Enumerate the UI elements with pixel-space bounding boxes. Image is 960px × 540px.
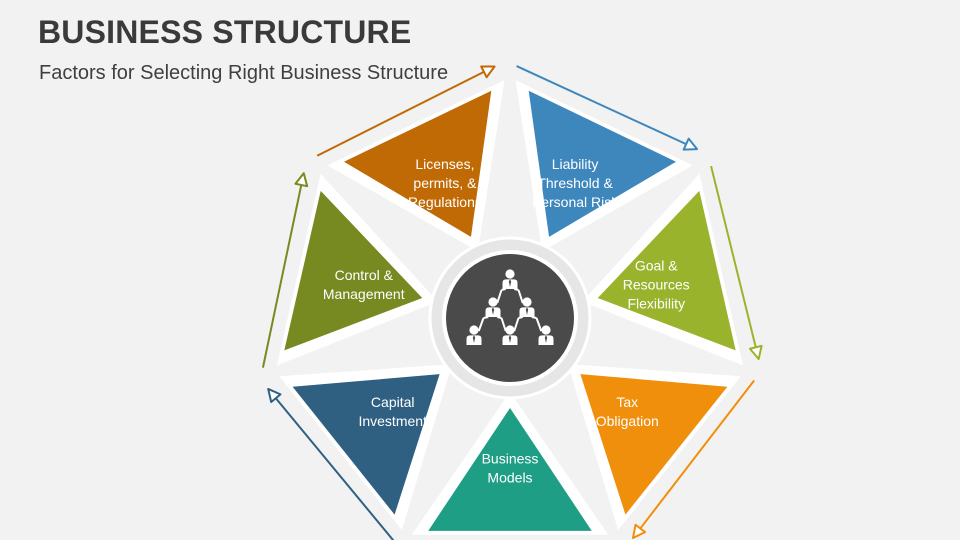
segment-liability (528, 90, 677, 237)
segment-licenses (343, 90, 492, 237)
arrow-head-control (294, 172, 309, 188)
arrow-line-capital (275, 397, 395, 540)
hierarchy-link (517, 289, 524, 304)
segment-business-models (428, 408, 592, 531)
arrow-head-tax (631, 523, 647, 539)
hierarchy-link (496, 289, 503, 304)
page-title: BUSINESS STRUCTURE (38, 14, 412, 50)
segment-label-licenses: Licenses,permits, &Regulations (408, 156, 482, 210)
arrow-head-licenses (480, 65, 496, 79)
hierarchy-link (531, 316, 537, 319)
hierarchy-link (497, 316, 502, 319)
page-subtitle: Factors for Selecting Right Business Str… (39, 62, 449, 84)
hierarchy-link (501, 288, 506, 291)
arrow-head-goal (748, 344, 763, 360)
arrow-line-control (261, 184, 303, 368)
center-hub (428, 236, 592, 400)
arrow-line-tax (639, 379, 755, 530)
arrow-line-goal (710, 165, 757, 348)
arrow-line-licenses (316, 70, 485, 157)
segment-capital (292, 374, 440, 515)
organization-hierarchy-icon (466, 269, 554, 345)
hierarchy-link (518, 316, 523, 319)
hierarchy-link (483, 316, 489, 319)
cycle-arrows (261, 65, 763, 540)
hierarchy-link (535, 317, 543, 332)
arrow-line-liability (516, 65, 687, 146)
arrow-head-capital (267, 387, 282, 404)
segment-tax (580, 374, 728, 515)
segment-goal (597, 190, 736, 351)
hub-core (442, 250, 578, 386)
hierarchy-link (500, 317, 507, 332)
segment-label-control: Control &Management (323, 267, 405, 302)
hierarchy-link (514, 288, 519, 291)
arrow-head-liability (682, 137, 699, 151)
segment-control (284, 190, 423, 351)
hierarchy-link (513, 317, 520, 332)
hierarchy-link (477, 317, 485, 332)
